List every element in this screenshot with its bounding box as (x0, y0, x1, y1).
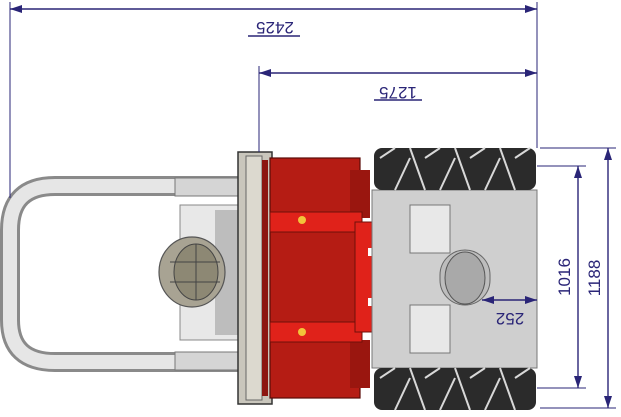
control-head (158, 204, 245, 341)
dimension-body-length: 1275 (258, 66, 537, 152)
tire-lower (374, 367, 536, 411)
dimension-label-body-length: 1275 (379, 83, 417, 102)
dimension-small-offset: 252 (482, 296, 537, 328)
dimension-label-small-offset: 252 (496, 309, 524, 328)
dimension-overall-width: 1188 (540, 147, 616, 409)
dimension-track-width: 1016 (537, 165, 586, 389)
front-plate (237, 151, 273, 405)
chassis-frame (371, 189, 538, 369)
dimension-label-overall-length: 2425 (256, 18, 294, 37)
tiller-handle (0, 176, 250, 372)
truck-body (269, 157, 370, 399)
tire-upper (374, 147, 536, 191)
dimension-label-track-width: 1016 (555, 258, 574, 296)
dimension-label-overall-width: 1188 (585, 260, 604, 297)
dimension-overall-length: 2425 (9, 2, 538, 198)
